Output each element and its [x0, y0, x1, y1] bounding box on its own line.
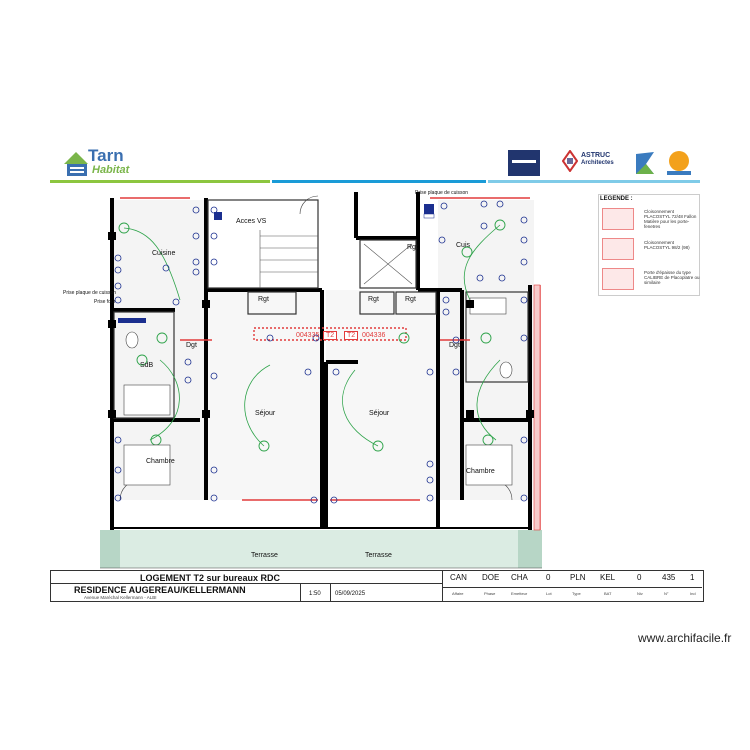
terrace-planter-right	[518, 530, 542, 568]
code-label-6: BAT	[604, 591, 612, 596]
room-label-sejour-left: Séjour	[255, 410, 276, 417]
room-label-acces-vs: Acces VS	[236, 218, 267, 225]
room-label-rgt-mid-center: Rgt	[368, 296, 379, 303]
legend-text-2: Cloisonnement PLACOSTYL 98/2 (98)	[644, 240, 690, 250]
code-label-2: Phase	[484, 591, 496, 596]
room-label-terrasse-right: Terrasse	[365, 552, 392, 559]
code-label-3: Emetteur	[511, 591, 528, 596]
room-label-rgt-mid-right: Rgt	[405, 296, 416, 303]
room-label-sejour-right: Séjour	[369, 410, 390, 417]
partner-logo-3-icon	[636, 152, 654, 174]
sejour-right-fill	[326, 290, 438, 500]
room-label-sdb-left: SdB	[140, 362, 154, 369]
room-label-terrasse-left: Terrasse	[251, 552, 278, 559]
code-label-5: Type	[572, 591, 581, 596]
legend-text-1: Cloisonnement PLACOSTYL 72/48 Fallon Mat…	[644, 209, 697, 229]
code-label-9: Ind	[690, 591, 696, 596]
code-label-8: N°	[664, 591, 669, 596]
bed-right	[465, 444, 513, 486]
code-label-1: Affaire	[452, 591, 464, 596]
header-bar-green	[50, 180, 270, 183]
drawing-date: 05/09/2025	[335, 591, 366, 597]
code-cell-8: 435	[662, 573, 676, 582]
room-label-cuisine-left: Cuisine	[152, 250, 176, 257]
unit-tag-code-left: 004335	[296, 332, 320, 339]
legend-swatch-1	[602, 208, 634, 230]
title-block-divider-v2	[330, 584, 331, 601]
title-block-divider-v1	[300, 584, 301, 601]
code-cell-5: PLN	[570, 573, 586, 582]
watermark-link[interactable]: www.archifacile.fr	[638, 631, 732, 645]
room-label-dgt-right: Dgt	[449, 342, 460, 349]
sejour-left-fill	[206, 290, 322, 500]
title-block-divider-v3	[442, 570, 443, 601]
room-label-chambre-right: Chambre	[466, 468, 495, 475]
left-annotation-1: Prise plaque de cuisson	[63, 290, 117, 296]
terrace-planter-left	[100, 530, 120, 568]
room-label-rgt-top: Rgt	[407, 244, 418, 251]
unit-tag-type-right: T2	[344, 331, 359, 340]
left-annotation-2: Prise four	[94, 299, 116, 305]
astruc-sub: Architectes	[581, 160, 614, 166]
terrace-band	[100, 530, 542, 568]
room-label-rgt-mid-left: Rgt	[258, 296, 269, 303]
code-cell-9: 1	[690, 573, 695, 582]
legend-panel	[598, 194, 700, 296]
astruc-logo-icon	[562, 150, 578, 172]
drawing-scale: 1:50	[309, 591, 321, 597]
legend-text-3: Porte d'épaisse du type CALIBRE de Placo…	[644, 270, 700, 285]
project-name: RESIDENCE AUGEREAU/KELLERMANN	[74, 585, 246, 595]
title-block-divider-h2	[443, 587, 702, 588]
room-label-chambre-left: Chambre	[146, 458, 175, 465]
bed-left	[123, 444, 171, 486]
partner-logo-4-icon	[667, 151, 691, 175]
title-block	[50, 570, 704, 602]
header-bar-blue	[272, 180, 486, 183]
astruc-name: ASTRUC	[581, 152, 611, 159]
code-label-4: Lot	[546, 591, 552, 596]
brand-sub: Habitat	[92, 164, 130, 176]
top-annotation: Prise plaque de cuisson	[415, 190, 469, 196]
code-cell-4: 0	[546, 573, 551, 582]
code-cell-3: CHA	[511, 573, 528, 582]
drawing-title: LOGEMENT T2 sur bureaux RDC	[140, 573, 281, 583]
legend-swatch-3	[602, 268, 634, 290]
header-bar-lightblue	[488, 180, 700, 183]
legend-swatch-2	[602, 238, 634, 260]
code-cell-2: DOE	[482, 573, 500, 582]
code-cell-1: CAN	[450, 573, 467, 582]
unit-tag-code-right: 004336	[362, 332, 386, 339]
room-label-dgt-left: Dgt	[186, 342, 197, 349]
radiator-left	[118, 318, 146, 323]
brand-name: Tarn	[88, 146, 124, 165]
bathtub-left	[123, 384, 171, 416]
room-label-cuisine-right: Cuis	[456, 242, 471, 249]
title-block-divider	[50, 583, 442, 584]
code-cell-7: 0	[637, 573, 642, 582]
unit-tag-type-left: T2	[323, 331, 338, 340]
code-cell-6: KEL	[600, 573, 616, 582]
legend-title: LEGENDE :	[600, 196, 633, 202]
tarn-habitat-logo-icon	[64, 152, 88, 176]
project-address: Avenue Maréchal Kellermann - ALBI	[84, 595, 157, 600]
partner-logo-1-icon	[508, 150, 540, 176]
code-label-7: Niv	[637, 591, 643, 596]
